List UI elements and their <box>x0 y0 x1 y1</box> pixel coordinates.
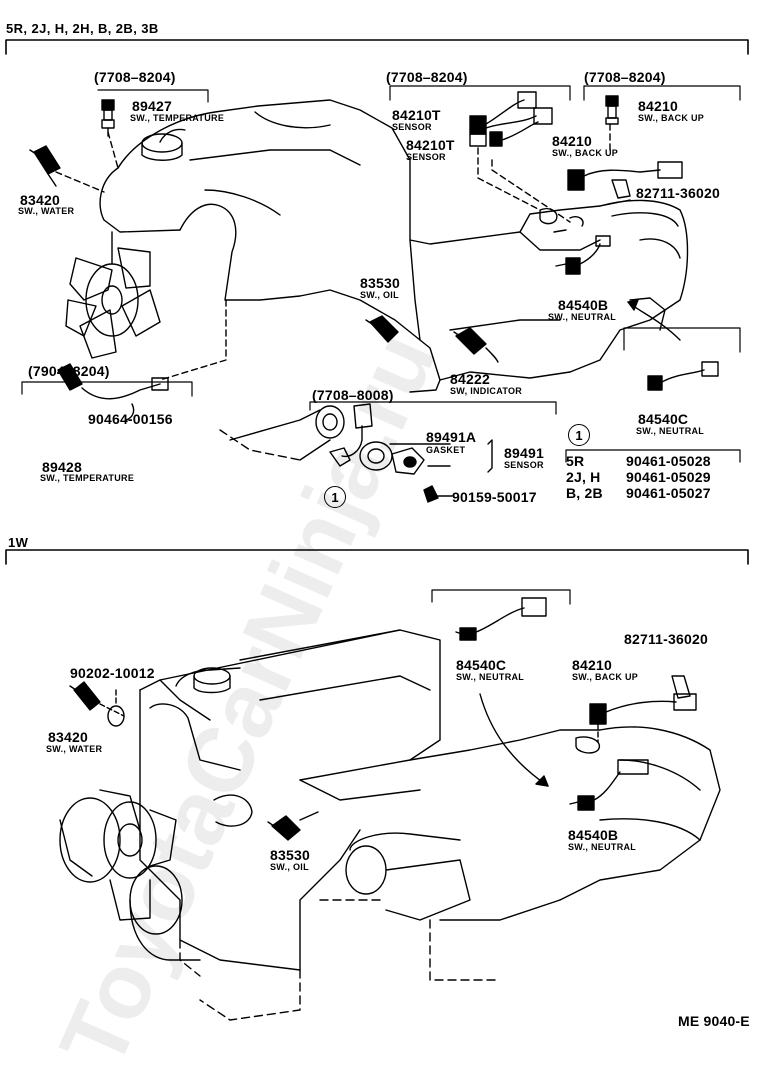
part-desc-89491A: GASKET <box>426 445 466 455</box>
upper-fan <box>65 231 161 359</box>
part-desc-84210T: SENSOR <box>406 152 446 162</box>
part-number-89428: 89428 <box>42 459 82 475</box>
switch-84210-harness-icon <box>567 161 683 199</box>
upper-section-bracket <box>5 39 749 55</box>
part-number-83420: 83420 <box>48 729 88 745</box>
switch-84210-icon <box>583 85 741 125</box>
part-number-83420: 83420 <box>20 192 60 208</box>
switch-83420-icon <box>29 145 61 187</box>
part-number-84210: 84210 <box>572 657 612 673</box>
table-cell-part: 90461-05028 <box>626 453 711 469</box>
part-desc-83530: SW., OIL <box>360 290 399 300</box>
table-cell-part: 90461-05029 <box>626 469 711 485</box>
table-bracket <box>565 449 741 463</box>
part-desc-84540B: SW., NEUTRAL <box>548 312 617 322</box>
kit-89491-icon <box>309 401 557 503</box>
part-number-82711: 82711-36020 <box>636 185 720 201</box>
range-label: (7708–8204) <box>386 69 468 85</box>
part-desc-84210T: SENSOR <box>392 122 432 132</box>
part-number-83530: 83530 <box>360 275 400 291</box>
lower-fan <box>59 789 201 961</box>
table-cell-model: 2J, H <box>566 469 601 485</box>
part-number-84540B: 84540B <box>568 827 619 843</box>
part-number-84540C: 84540C <box>638 411 689 427</box>
lower-switch-83420-icon <box>69 681 125 717</box>
switch-89427-icon <box>101 99 115 137</box>
sensor-84210T-icon <box>389 85 571 147</box>
part-number-82711: 82711-36020 <box>624 631 708 647</box>
part-desc-84210: SW., BACK UP <box>572 672 639 682</box>
lower-switch-84210-icon <box>589 675 697 743</box>
part-number-84210T: 84210T <box>406 137 455 153</box>
range-label: (7708–8204) <box>94 69 176 85</box>
lower-engine-block <box>139 629 721 1021</box>
part-desc-89428: SW., TEMPERATURE <box>40 473 135 483</box>
lower-switch-84540C-icon <box>431 589 571 641</box>
lower-switch-83530-icon <box>267 811 319 841</box>
part-desc-84210: SW., BACK UP <box>552 148 619 158</box>
part-number-89491A: 89491A <box>426 429 477 445</box>
part-desc-89427: SW., TEMPERATURE <box>130 113 225 123</box>
part-number-84210T: 84210T <box>392 107 441 123</box>
upper-engine-block <box>99 99 689 461</box>
part-desc-84222: SW, INDICATOR <box>450 386 523 396</box>
upper-leader-lines <box>55 123 611 381</box>
lower-arrow <box>479 693 549 787</box>
table-cell-part: 90461-05027 <box>626 485 711 501</box>
part-desc-84540B: SW., NEUTRAL <box>568 842 637 852</box>
range-label: (7708–8008) <box>312 387 394 403</box>
table-cell-model: 5R <box>566 453 585 469</box>
table-row: B, 2B 90461-05027 <box>566 486 711 502</box>
range-label: (7904–8204) <box>28 363 110 379</box>
switch-89428-icon <box>21 363 193 421</box>
part-number-90159: 90159-50017 <box>452 489 537 505</box>
lower-section-artwork <box>5 549 749 1021</box>
part-desc-89491: SENSOR <box>504 460 544 470</box>
callout-marker: 1 <box>568 424 590 446</box>
part-number-90464: 90464-00156 <box>88 411 173 427</box>
lower-section-bracket <box>5 549 749 565</box>
part-number-84540C: 84540C <box>456 657 507 673</box>
part-desc-83420: SW., WATER <box>46 744 103 754</box>
upper-section-header: 5R, 2J, H, 2H, B, 2B, 3B <box>6 21 159 36</box>
part-number-84210: 84210 <box>638 98 678 114</box>
table-row: 2J, H 90461-05029 <box>566 470 711 486</box>
part-desc-83530: SW., OIL <box>270 862 309 872</box>
part-number-84222: 84222 <box>450 371 490 387</box>
part-number-89491: 89491 <box>504 445 544 461</box>
part-number-84210: 84210 <box>552 133 592 149</box>
part-number-90202: 90202-10012 <box>70 665 155 681</box>
lower-switch-84540B-icon <box>569 759 649 811</box>
table-row: 5R 90461-05028 <box>566 454 711 470</box>
switch-83530-icon <box>365 315 399 343</box>
part-number-84540B: 84540B <box>558 297 609 313</box>
application-table: 5R 90461-05028 2J, H 90461-05029 B, 2B 9… <box>566 454 711 502</box>
document-code: ME 9040-E <box>678 1013 750 1029</box>
part-desc-84540C: SW., NEUTRAL <box>456 672 525 682</box>
part-desc-84210: SW., BACK UP <box>638 113 705 123</box>
callout-marker: 1 <box>324 486 346 508</box>
lower-section-header: 1W <box>8 535 29 550</box>
part-desc-84540C: SW., NEUTRAL <box>636 426 705 436</box>
table-cell-model: B, 2B <box>566 485 603 501</box>
switch-84222-icon <box>453 327 499 363</box>
switch-84540C-icon <box>623 327 741 391</box>
arrow-to-transmission <box>627 301 681 341</box>
part-desc-83420: SW., WATER <box>18 206 75 216</box>
part-number-83530: 83530 <box>270 847 310 863</box>
range-label: (7708–8204) <box>584 69 666 85</box>
switch-84540B-icon <box>555 235 611 275</box>
part-number-89427: 89427 <box>132 98 172 114</box>
upper-section-artwork <box>5 39 749 503</box>
